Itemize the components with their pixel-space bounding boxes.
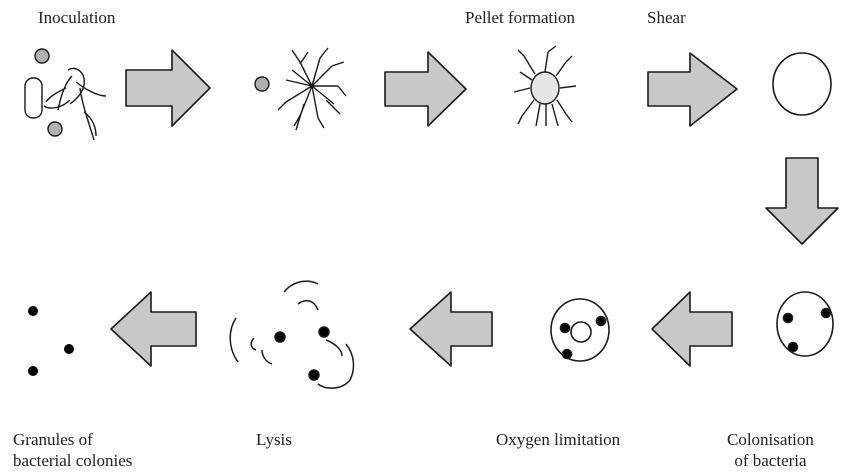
bacterial-colony-icon (789, 343, 798, 352)
arrow-left-2 (410, 292, 492, 366)
lysis-illustration (230, 281, 353, 388)
bacterial-granule-icon (64, 344, 74, 354)
arrow-right-3 (648, 53, 737, 126)
bacterial-granule-icon (28, 366, 38, 376)
fragment-icon (318, 344, 353, 388)
rod-cell-icon (25, 78, 42, 118)
mycelium-icon (278, 48, 346, 130)
fragment-icon (284, 281, 318, 292)
pellet-illustration (514, 46, 576, 126)
pellet-body-icon (531, 72, 559, 104)
fragment-icon (326, 340, 342, 356)
arrow-left-1 (652, 292, 732, 366)
fragment-icon (251, 338, 256, 350)
fragment-icon (262, 350, 272, 364)
oxygen-limitation-illustration (551, 299, 609, 361)
bacterial-colony-icon (597, 317, 606, 326)
bacterial-colony-icon (275, 332, 285, 342)
spore-icon (35, 49, 49, 63)
colonisation-illustration (777, 292, 833, 356)
bacterial-granule-icon (28, 306, 38, 316)
spore-icon (255, 77, 269, 91)
bacterial-colony-icon (563, 350, 572, 359)
bacterial-colony-icon (319, 327, 329, 337)
arrow-left-3 (111, 292, 196, 366)
germination-illustration (255, 48, 346, 130)
sheared-pellet-icon (773, 53, 831, 115)
anoxic-core-icon (571, 322, 591, 342)
bacterial-colony-icon (561, 324, 570, 333)
arrow-right-1 (126, 50, 210, 126)
inoculation-illustration (25, 49, 106, 140)
arrow-right-2 (385, 52, 466, 126)
spore-icon (48, 122, 62, 136)
bacterial-colony-icon (309, 370, 319, 380)
bacterial-colony-icon (784, 314, 793, 323)
pellet-outline-icon (777, 292, 833, 356)
arrow-down (766, 158, 838, 244)
pellet-outline-icon (551, 299, 609, 361)
fragment-icon (230, 318, 238, 362)
fragment-icon (298, 301, 318, 310)
granules-illustration (28, 306, 74, 376)
bacterial-colony-icon (822, 309, 831, 318)
